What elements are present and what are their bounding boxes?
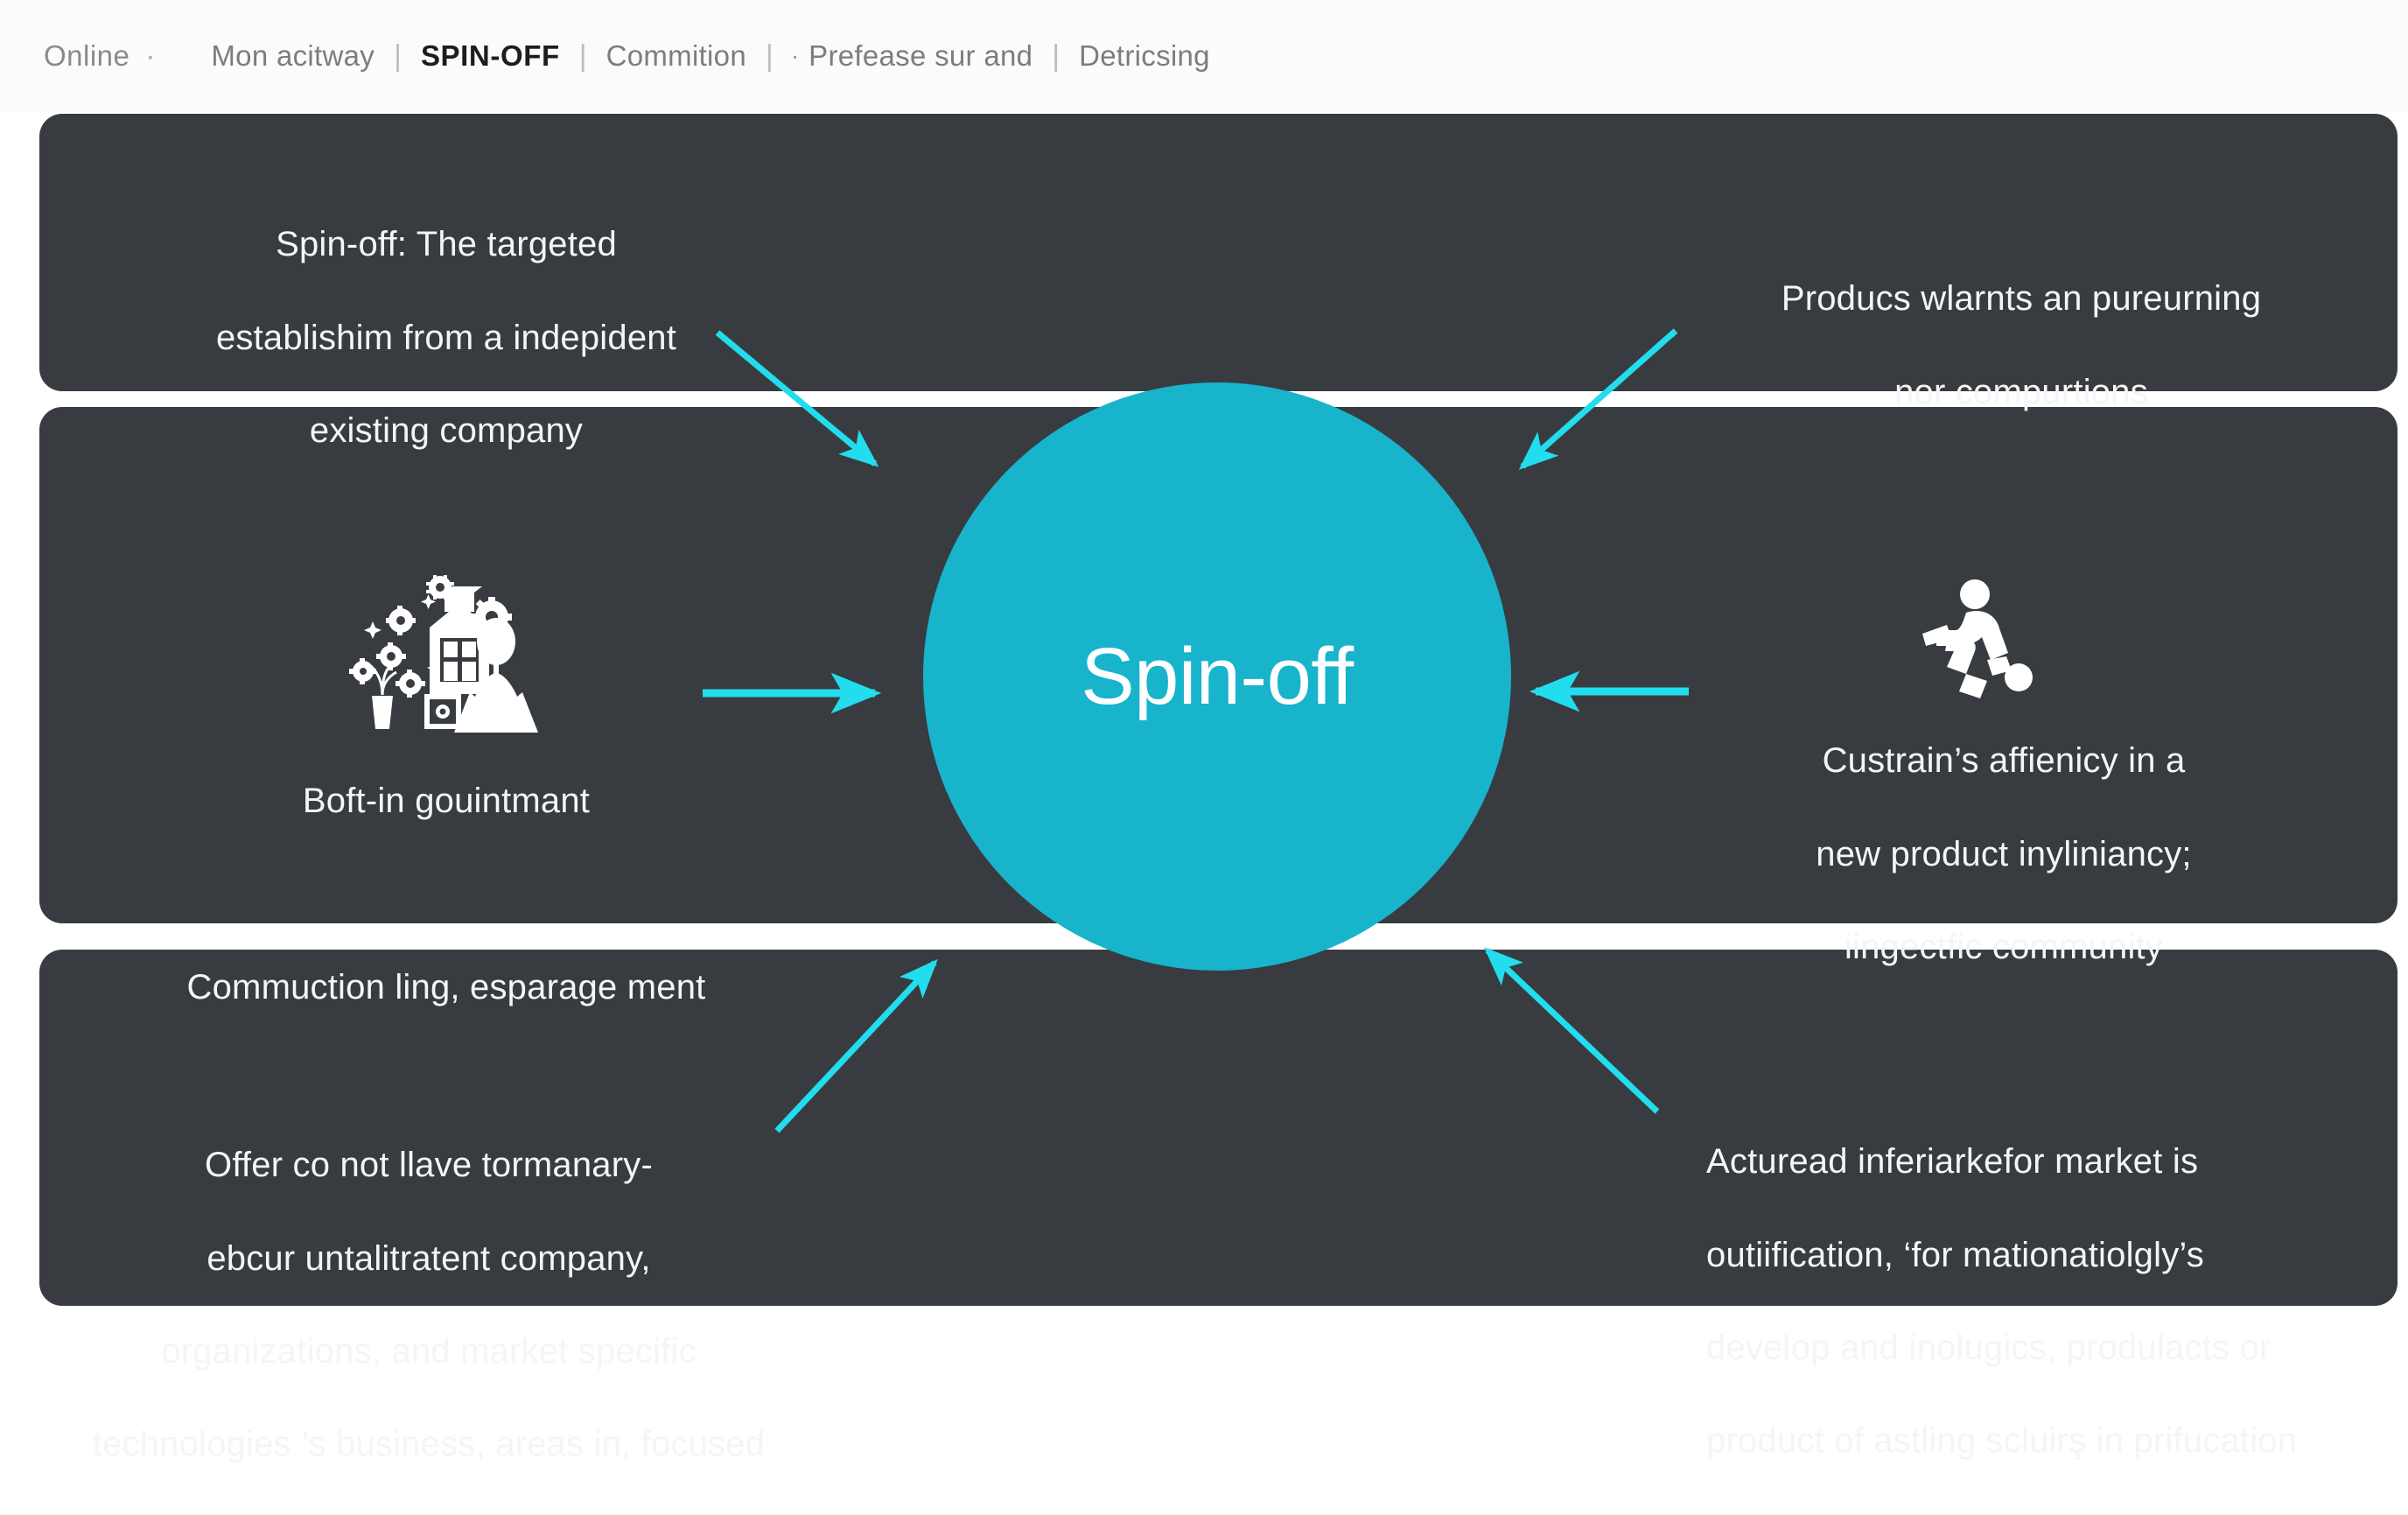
header-bar: Online · Mon acitway | SPIN-OFF | Commit…	[0, 0, 2408, 112]
nav-item-commition[interactable]: Commition	[606, 39, 746, 72]
brand-label: Online	[44, 39, 130, 72]
nav-item-mon-acitway[interactable]: Mon acitway	[211, 39, 375, 72]
text-line: ebcur untalitratent company,	[206, 1238, 651, 1278]
top-panel	[39, 114, 2398, 391]
text-line: new product inyliniancy;	[1816, 834, 2192, 873]
brand-dot: ·	[145, 39, 156, 72]
text-line: Acturead inferiarkefor market is	[1706, 1142, 2199, 1182]
text-line: Offer co not llave tormanary-	[205, 1146, 653, 1185]
text-line: outiification, ‘for mationatiolgly’s	[1706, 1235, 2204, 1274]
nav-separator: |	[578, 39, 587, 73]
mid-right-text-block: Custrain’s affienicy in a new product in…	[1732, 691, 2275, 1017]
nav-separator: |	[1052, 39, 1060, 73]
person-kicking-ball-icon	[1912, 579, 2061, 702]
nav-item-detricsing[interactable]: Detricsing	[1079, 39, 1210, 72]
center-node-label: Spin-off	[1081, 632, 1354, 721]
text-line: organizations, and market specific	[161, 1331, 696, 1371]
center-node-circle[interactable]: Spin-off	[923, 382, 1511, 971]
text-line: Boft-in gouintmant	[302, 782, 591, 821]
text-line: Custrain’s affienicy in a	[1822, 741, 2186, 781]
nav-separator: |	[765, 39, 774, 73]
text-line: Spin-off: The targeted	[276, 225, 617, 264]
bottom-panel	[39, 950, 2398, 1306]
text-line: nor compurtions	[1894, 372, 2148, 411]
text-line: establishim from a indepident	[215, 318, 677, 357]
text-line: Commuction ling, esparage ment	[186, 967, 706, 1006]
nav-separator: |	[394, 39, 402, 73]
text-line: technologies ’s business, areas in, focu…	[92, 1425, 766, 1464]
innovation-gears-person-icon	[346, 573, 564, 740]
bottom-left-text-block: Offer co not llave tormanary- ebcur unta…	[79, 1096, 779, 1515]
text-line: existing company	[309, 410, 584, 450]
text-line: Producs wlarnts an pureurning	[1781, 279, 2262, 319]
mid-left-text-block: Boft-in gouintmant Commuction ling, espa…	[122, 732, 770, 1057]
nav-item-spin-off[interactable]: SPIN-OFF	[420, 39, 560, 72]
nav-leading-dot: ·	[790, 42, 800, 69]
text-line: product of astling scluirş in prifucati…	[1706, 1421, 2298, 1461]
nav-item-prefease-sur-and[interactable]: Prefease sur and	[808, 39, 1033, 72]
bottom-right-text-block: Acturead inferiarkefor market is outiifi…	[1706, 1092, 2354, 1511]
text-line: develop and inolugics, produlacts or	[1706, 1328, 2272, 1367]
top-left-text-block: Spin-off: The targeted establishim from …	[114, 175, 779, 501]
top-right-text-block: Producs wlarnts an pureurning nor compur…	[1689, 229, 2354, 462]
breadcrumb: Mon acitway | SPIN-OFF | Commition | · P…	[209, 39, 1211, 74]
text-line: iingectfic community	[1844, 927, 2164, 966]
